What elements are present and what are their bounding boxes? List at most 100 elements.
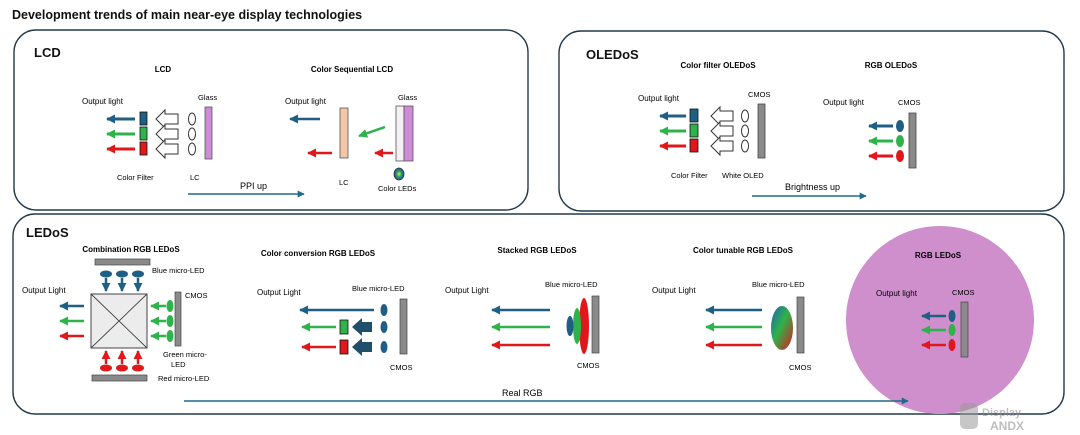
combination-blue-label: Blue micro-LED [152,266,205,275]
cs-lcd-color-leds-label: Color LEDs [378,184,417,193]
stacked-red-led-layer [579,298,589,354]
ppi-trend-label: PPI up [240,181,267,191]
watermark-line-2: ANDX [990,419,1024,433]
cf-oledos-output-label: Output light [638,94,680,103]
lcd-output-label: Output light [82,97,124,106]
watermark-logo-icon [960,403,978,429]
rgb-ledos-subtitle: RGB LEDoS [915,251,962,260]
lcd-hollow-arrow [155,108,179,130]
conversion-ledos-diagram: Color conversion RGB LEDoS Output Light … [257,249,413,372]
combination-red-label: Red micro-LED [158,374,210,383]
lcd-hollow-arrow [155,138,179,160]
green-micro-led-icon [166,300,174,312]
cs-lcd-output-label: Output light [285,97,327,106]
oledos-panel: OLEDoS Color filter OLEDoS Output light … [558,30,1065,212]
red-led-substrate [91,374,148,382]
red-micro-led-icon [132,364,144,372]
cf-oledos-color-filter-label: Color Filter [671,171,708,180]
stacked-ledos-diagram: Stacked RGB LEDoS Output Light Blue micr… [445,246,600,370]
lc-lens-icon [188,112,196,126]
tunable-cmos-plate [796,296,805,354]
conversion-blue-led-icon [380,304,388,316]
cf-oledos-hollow-arrow [710,135,734,157]
tunable-led-icon [771,306,793,350]
cf-oledos-diagram: Color filter OLEDoS Output light CMOS Co… [638,61,771,180]
ledos-heading: LEDoS [26,225,69,240]
lcd-color-filter-label: Color Filter [117,173,154,182]
blue-micro-led-icon [100,270,112,278]
green-color-converter [339,319,349,335]
ledos-panel-border [12,213,1065,415]
blue-micro-led-icon [132,270,144,278]
lcd-lc-label: LC [190,173,200,182]
lcd-diagram: LCD Output light Glass Color Filter LC [82,65,217,182]
blue-led-substrate [94,258,151,266]
page-title: Development trends of main near-eye disp… [12,8,362,22]
conversion-cmos-plate [399,298,408,355]
blue-micro-led-icon [116,270,128,278]
rgb-oledos-cmos-plate [908,112,917,169]
stacked-subtitle: Stacked RGB LEDoS [497,246,577,255]
cs-lcd-lc-layer [339,107,349,159]
rgb-ledos-green-led [948,324,956,336]
combination-cmos-label: CMOS [185,291,208,300]
cf-oledos-subtitle: Color filter OLEDoS [680,61,756,70]
cs-lcd-glass-plate [403,105,414,162]
tunable-subtitle: Color tunable RGB LEDoS [693,246,794,255]
conversion-pump-arrow [352,318,372,336]
x-cube-diagonal [90,293,148,349]
conversion-blue-led-icon [380,341,388,353]
rgb-oledos-output-label: Output light [823,98,865,107]
conversion-output-label: Output Light [257,288,301,297]
lcd-panel-border [13,29,529,211]
cs-lcd-green-arrow [358,125,386,138]
rgb-oledos-cmos-label: CMOS [898,98,921,107]
red-micro-led-icon [116,364,128,372]
stacked-output-label: Output Light [445,286,489,295]
cs-lcd-subtitle: Color Sequential LCD [311,65,393,74]
cf-oledos-cmos-plate [757,103,766,159]
oledos-panel-border [558,30,1065,212]
combination-output-label: Output Light [22,286,66,295]
green-oled-icon [896,135,904,147]
white-oled-label: White OLED [722,171,764,180]
green-micro-led-icon [166,330,174,342]
lcd-subtitle: LCD [155,65,172,74]
rgb-oledos-diagram: RGB OLEDoS Output light CMOS [823,61,921,169]
combination-ledos-diagram: Combination RGB LEDoS Blue micro-LED Out… [22,245,210,383]
combination-subtitle: Combination RGB LEDoS [82,245,180,254]
lc-lens-icon [188,142,196,156]
rgb-ledos-cmos-plate [960,301,969,358]
stacked-blue-led-layer [566,316,574,336]
lcd-blue-filter [139,111,148,126]
tunable-ledos-diagram: Color tunable RGB LEDoS Output Light Blu… [652,246,812,372]
cf-oledos-blue-filter [689,108,699,123]
cf-oledos-hollow-arrow [710,120,734,142]
lcd-hollow-arrow [155,123,179,145]
rgb-ledos-diagram: RGB LEDoS Output light CMOS [846,226,1034,414]
green-micro-led-icon [166,315,174,327]
cs-lcd-glass-label: Glass [398,93,417,102]
conversion-cmos-label: CMOS [390,363,413,372]
oledos-heading: OLEDoS [586,47,639,62]
real-rgb-trend-label: Real RGB [502,388,543,398]
combination-green-label-1: Green micro- [163,350,207,359]
display-andx-watermark: Display ANDX [960,403,1024,433]
conversion-subtitle: Color conversion RGB LEDoS [261,249,376,258]
combination-cmos-plate [174,291,182,347]
tunable-cmos-label: CMOS [789,363,812,372]
lcd-glass-label: Glass [198,93,217,102]
tunable-blue-label: Blue micro-LED [752,280,805,289]
blue-oled-icon [896,120,904,132]
white-oled-icon [741,109,749,123]
lcd-green-filter [139,126,148,141]
cs-lcd-diagram: Color Sequential LCD Output light Glass … [285,65,417,193]
cf-oledos-green-filter [689,123,699,138]
stacked-cmos-plate [591,295,600,354]
tunable-output-label: Output Light [652,286,696,295]
red-micro-led-icon [100,364,112,372]
lcd-red-filter [139,141,148,156]
cf-oledos-red-filter [689,138,699,153]
combination-green-label-2: LED [171,360,186,369]
red-oled-icon [896,150,904,162]
